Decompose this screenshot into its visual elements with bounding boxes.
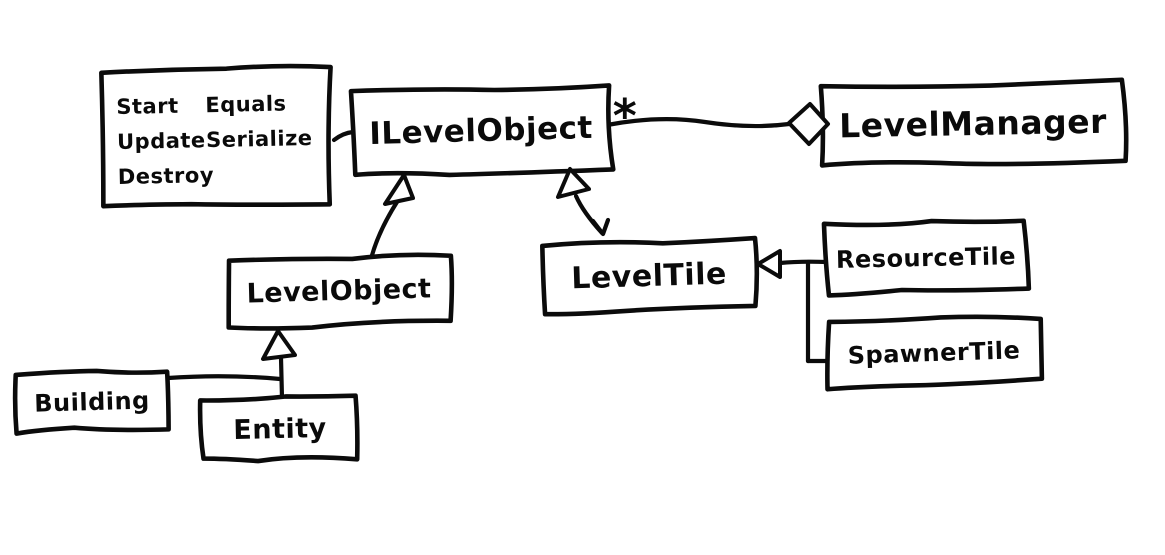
building-outline [12, 368, 171, 436]
leveltile-outline [540, 235, 760, 317]
class-box-entity: Entity [197, 393, 360, 464]
method-label-destroy: Destroy [118, 163, 215, 189]
class-box-spawnertile: SpawnerTile [825, 314, 1045, 392]
class-box-building: Building [12, 368, 171, 436]
class-label-entity: Entity [233, 413, 327, 446]
edge-resourcetile-line [777, 259, 830, 266]
class-label-levelmanager: LevelManager [839, 102, 1108, 146]
realization-triangle-levelobject-icon [383, 173, 415, 206]
edge-levelobject-realization-line [368, 199, 400, 262]
realization-triangle-leveltile-icon [556, 167, 591, 199]
edge-aggregation-line [604, 117, 792, 129]
methods-note-outline [99, 63, 333, 209]
edges-layer [165, 117, 833, 401]
class-box-levelmanager: LevelManager [818, 77, 1129, 168]
class-label-resourcetile: ResourceTile [836, 242, 1017, 274]
edge-leveltile-small-arrow-barb [590, 217, 611, 237]
inheritance-triangle-levelobject-icon [261, 329, 297, 361]
edge-note-to-ilevelobject [331, 129, 356, 143]
class-label-building: Building [34, 386, 150, 417]
ilevelobject-outline [348, 83, 616, 178]
class-box-methods-note: Start Update Destroy Equals Serialize [99, 63, 333, 209]
multiplicity-star-label: * [613, 89, 638, 143]
levelmanager-outline [818, 77, 1129, 168]
resourcetile-outline [821, 218, 1032, 298]
inheritance-triangle-leveltile-icon [756, 249, 782, 279]
aggregation-diamond-icon [787, 102, 830, 146]
edge-building-branch-line [165, 374, 283, 382]
class-label-levelobject: LevelObject [246, 273, 432, 309]
levelobject-outline [226, 252, 455, 331]
method-label-equals: Equals [205, 91, 287, 117]
markers-layer: * [261, 89, 830, 361]
class-label-spawnertile: SpawnerTile [847, 336, 1020, 369]
entity-outline [197, 393, 360, 464]
method-label-serialize: Serialize [206, 126, 313, 152]
class-label-leveltile: LevelTile [571, 257, 728, 297]
spawnertile-outline [825, 314, 1045, 392]
class-box-levelobject: LevelObject [226, 252, 455, 331]
class-label-ilevelobject: ILevelObject [369, 110, 593, 152]
class-box-resourcetile: ResourceTile [821, 218, 1032, 298]
class-box-ilevelobject: ILevelObject [348, 83, 616, 178]
method-label-start: Start [116, 94, 179, 119]
class-box-leveltile: LevelTile [540, 235, 760, 317]
method-label-update: Update [117, 128, 206, 154]
